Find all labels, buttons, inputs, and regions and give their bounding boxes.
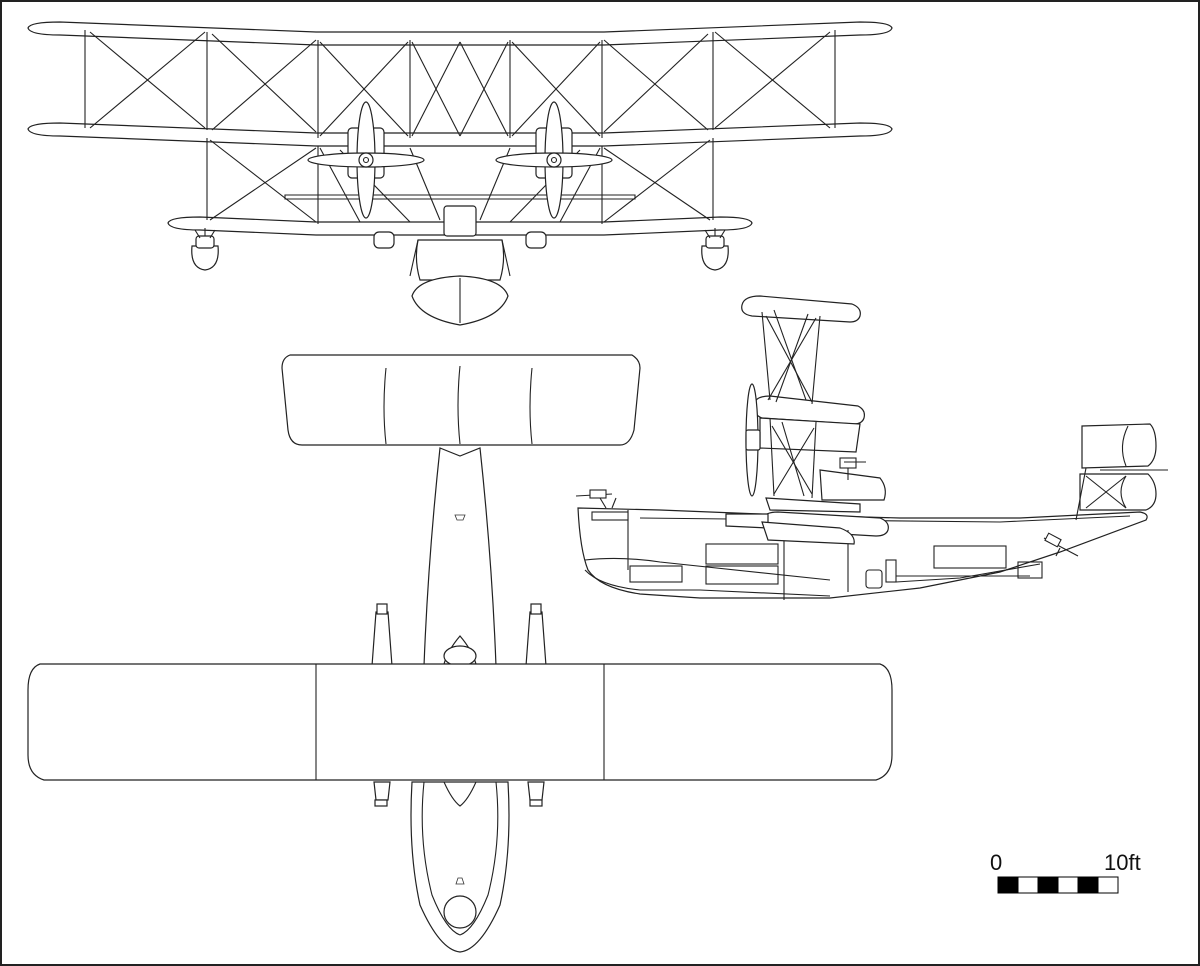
side-struts-lower (769, 417, 817, 499)
side-tail (1075, 423, 1168, 521)
front-upper-wing (27, 21, 893, 46)
plan-fin-right (529, 367, 533, 445)
front-tailplane (284, 194, 636, 200)
front-view (27, 21, 893, 326)
side-float (761, 521, 855, 545)
side-dorsal-turret (819, 469, 886, 501)
scale-bar-segment (1017, 876, 1039, 894)
front-middle-wing (27, 122, 893, 147)
scale-bar-segment (997, 876, 1019, 894)
front-struts-upper (84, 30, 836, 138)
plan-view (27, 354, 893, 953)
plan-bow-gun-ring (443, 895, 477, 929)
scale-bar-segment (1057, 876, 1079, 894)
plan-fin-left (383, 367, 387, 445)
side-upper-wing (741, 295, 861, 323)
side-bow-gun (575, 489, 617, 509)
side-hull-compartments (591, 510, 1043, 600)
side-hull (577, 507, 1148, 599)
plan-floats (373, 781, 545, 807)
side-radiator (725, 513, 769, 529)
scale-bar-segment (1077, 876, 1099, 894)
plan-fin-center (457, 365, 461, 445)
scale-end-label: 10ft (1104, 850, 1141, 875)
front-wingtip-floats (191, 228, 729, 271)
plan-hull-forward (410, 781, 510, 953)
scale-start-label: 0 (990, 850, 1002, 875)
plan-hatch (454, 514, 466, 521)
side-chine-line (584, 557, 831, 581)
front-hull (409, 205, 511, 326)
scale-bar-segment (1097, 876, 1119, 894)
front-engine-right (495, 101, 613, 219)
plan-engine-nacelles (371, 603, 547, 667)
plan-upper-wing (27, 663, 893, 781)
side-struts-upper (761, 309, 821, 405)
side-view (575, 295, 1168, 600)
front-radiator-left (373, 231, 395, 249)
side-dorsal-gun (839, 457, 866, 480)
side-tail-gun (1043, 532, 1079, 557)
plan-tailplane (281, 354, 641, 446)
side-engine (745, 383, 861, 497)
front-radiator-right (525, 231, 547, 249)
scale-bar-segment (1037, 876, 1059, 894)
scale-bar-segments (997, 876, 1119, 894)
plan-hull (423, 447, 497, 667)
front-engine-left (307, 101, 425, 219)
scale-bar: 0 10ft (990, 850, 1141, 894)
